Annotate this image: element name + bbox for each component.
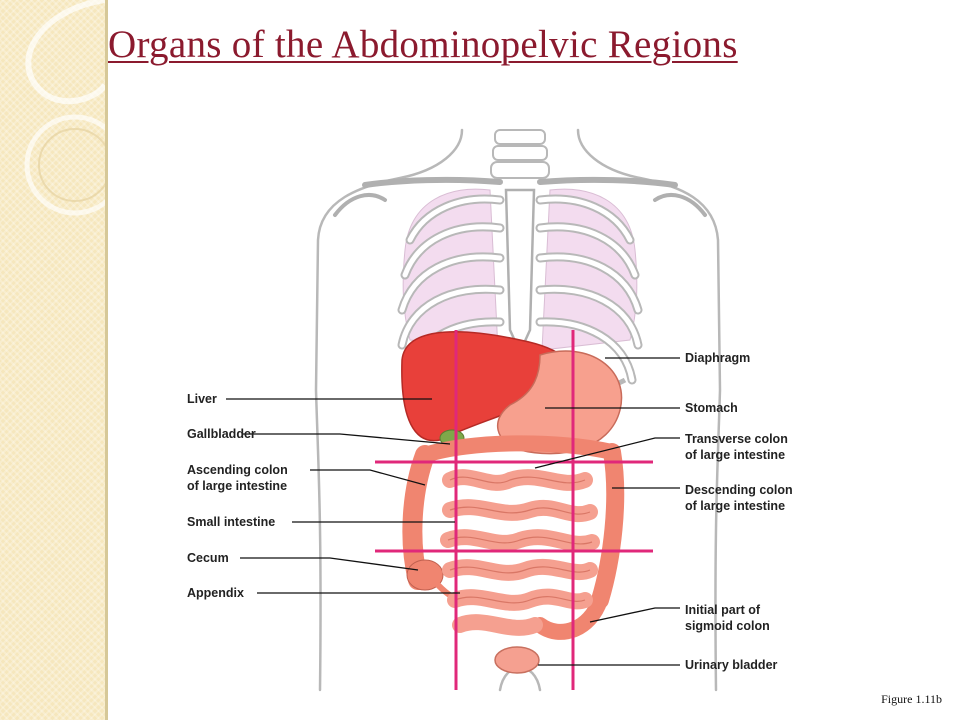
label-transverse-colon: Transverse colon of large intestine <box>685 431 788 463</box>
sidebar-swirl-icon <box>24 0 105 216</box>
label-sigmoid-colon-line1: Initial part of <box>685 603 760 617</box>
label-appendix: Appendix <box>187 586 244 600</box>
cervical-spine <box>490 129 550 179</box>
transverse-colon <box>417 435 620 463</box>
descending-colon <box>591 443 625 609</box>
label-transverse-colon-line1: Transverse colon <box>685 432 788 446</box>
label-descending-colon-line2: of large intestine <box>685 499 786 513</box>
label-stomach: Stomach <box>685 401 738 415</box>
label-gallbladder: Gallbladder <box>187 427 256 441</box>
label-small-intestine: Small intestine <box>187 515 276 529</box>
decorative-sidebar <box>0 0 105 720</box>
label-transverse-colon-line2: of large intestine <box>685 448 786 462</box>
label-sigmoid-colon-line2: sigmoid colon <box>685 619 770 633</box>
region-grid <box>375 330 653 690</box>
sternum <box>504 188 536 356</box>
label-sigmoid-colon: Initial part of sigmoid colon <box>685 602 770 634</box>
sidebar-divider <box>105 0 108 720</box>
label-descending-colon-line1: Descending colon <box>685 483 793 497</box>
label-urinary-bladder: Urinary bladder <box>685 658 778 672</box>
slide-title: Organs of the Abdominopelvic Regions <box>108 23 738 66</box>
label-diaphragm: Diaphragm <box>685 351 751 365</box>
cecum <box>406 559 444 591</box>
label-descending-colon: Descending colon of large intestine <box>685 482 793 514</box>
label-cecum: Cecum <box>187 551 229 565</box>
label-liver: Liver <box>187 392 217 406</box>
leader-lines-right <box>534 357 680 666</box>
leader-lines-left <box>226 398 460 594</box>
figure-caption: Figure 1.11b <box>881 692 942 706</box>
clavicles <box>333 176 707 217</box>
label-ascending-colon: Ascending colon of large intestine <box>187 462 288 494</box>
label-ascending-colon-line1: Ascending colon <box>187 463 288 477</box>
stomach <box>496 350 623 455</box>
urinary-bladder <box>494 646 540 674</box>
label-ascending-colon-line2: of large intestine <box>187 479 288 493</box>
